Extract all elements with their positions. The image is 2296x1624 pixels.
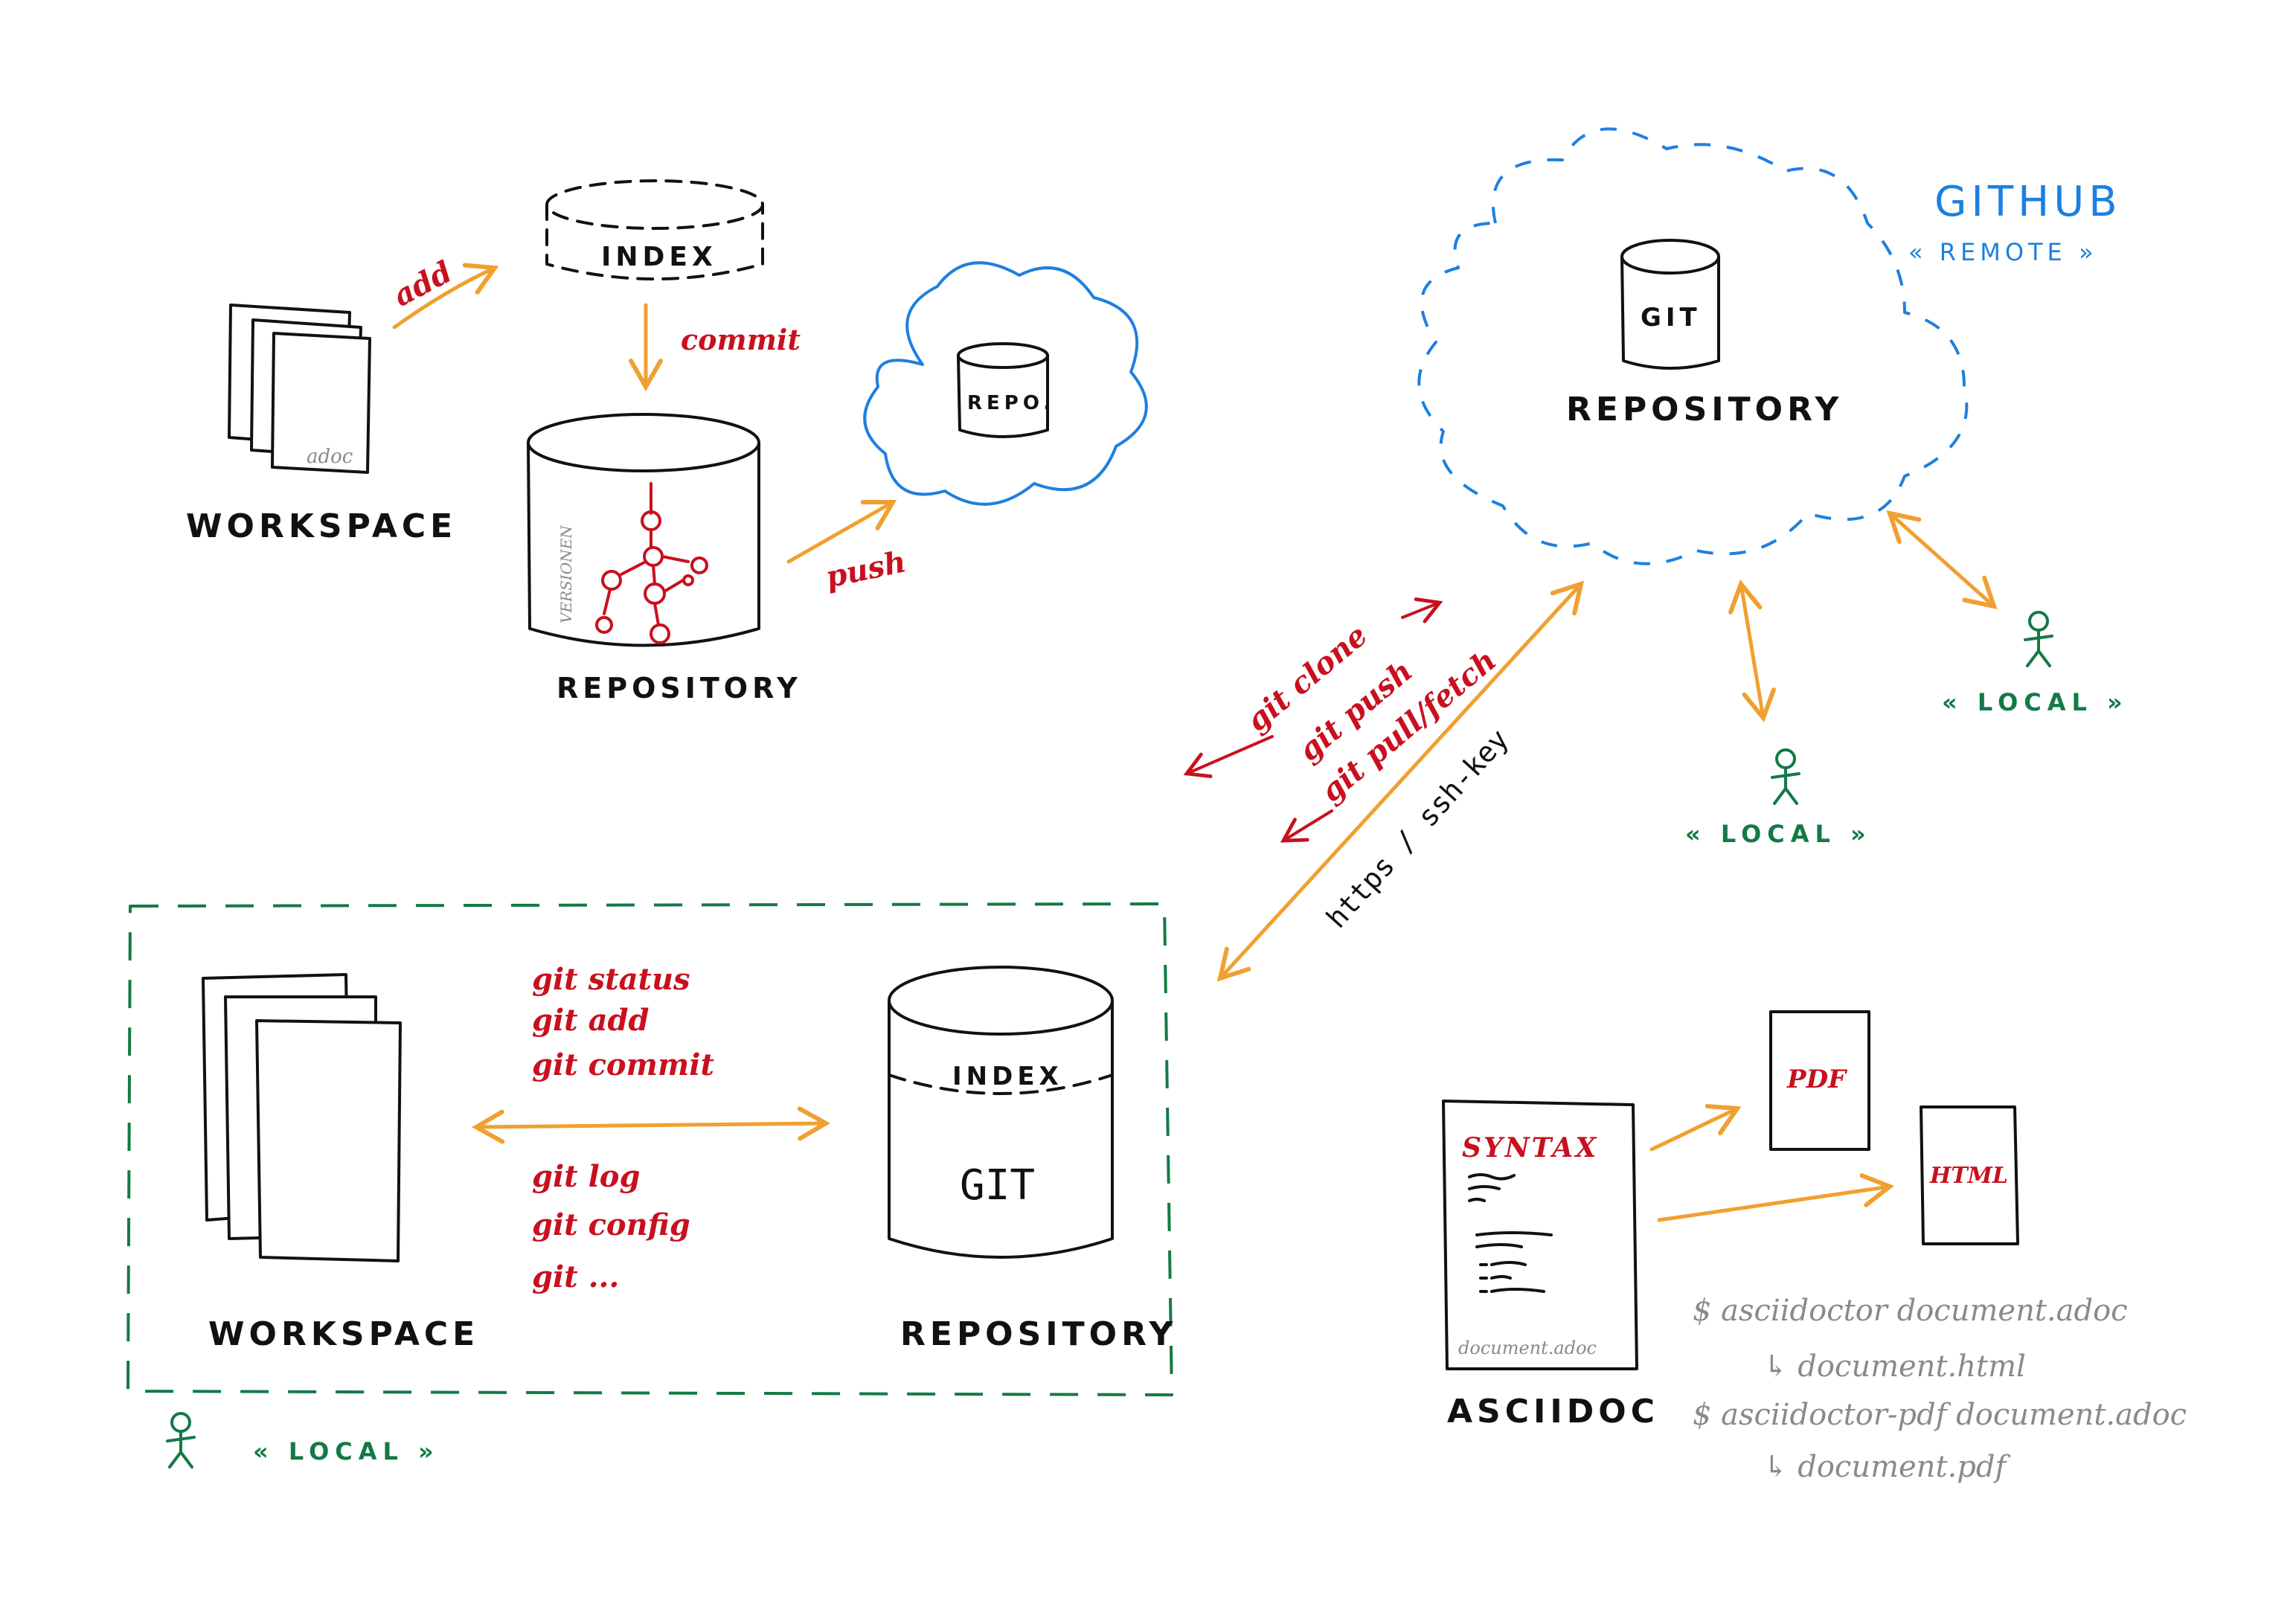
github-local-label-b: « LOCAL » (1942, 688, 2129, 716)
github-git-cylinder: GIT (1620, 239, 1720, 370)
push-label: push (823, 544, 909, 595)
html-arrow (1657, 1173, 1894, 1222)
cli-line-1: $ asciidoctor document.adoc (1693, 1294, 2128, 1328)
local-workspace-files (202, 973, 402, 1262)
github-git-label: GIT (1641, 303, 1702, 333)
push-arrow (786, 499, 897, 564)
github-local-label-a: « LOCAL » (1685, 820, 1872, 848)
github-repository-label: REPOSITORY (1566, 391, 1843, 429)
small-cloud-repo-cylinder: REPO. (957, 342, 1055, 438)
top-file-label: adoc (307, 446, 353, 468)
cmd-commit: git commit (532, 1047, 714, 1082)
person-icon (2024, 611, 2053, 667)
local-git-cylinder: INDEX GIT (888, 966, 1114, 1259)
asciidoc-document: SYNTAX document.adoc (1442, 1100, 1638, 1370)
cmd-status: git status (532, 962, 690, 997)
cli-line-3: $ asciidoctor-pdf document.adoc (1693, 1398, 2187, 1432)
pdf-output: PDF (1769, 1010, 1870, 1151)
github-local-arrow-b (1886, 510, 1998, 610)
add-arrow (392, 263, 499, 330)
local-local-label: « LOCAL » (253, 1437, 440, 1466)
cli-line-4: ↳ document.pdf (1763, 1450, 2010, 1484)
top-repository-cylinder: VERSIONEN (527, 413, 760, 647)
asciidoc-file-label: document.adoc (1458, 1338, 1597, 1358)
local-git-label: GIT (960, 1161, 1035, 1210)
small-cloud (863, 261, 1148, 506)
pdf-arrow (1649, 1104, 1742, 1152)
local-box (126, 902, 1173, 1396)
github-cloud (1417, 127, 1969, 565)
local-commands-top: git status git add git commit (532, 962, 714, 1082)
github-subtitle: « REMOTE » (1908, 238, 2098, 266)
add-label: add (388, 254, 458, 314)
top-workspace-files: adoc (228, 304, 371, 474)
github-local-arrow-a (1728, 580, 1776, 722)
top-index-cylinder: INDEX (545, 179, 764, 280)
cmd-log: git log (532, 1159, 640, 1194)
versionen-label: VERSIONEN (557, 524, 575, 623)
github-title: GITHUB (1934, 178, 2122, 226)
cmd-config: git config (532, 1207, 690, 1242)
person-icon (166, 1412, 196, 1469)
local-workspace-label: WORKSPACE (208, 1315, 479, 1353)
local-commands-bottom: git log git config git ... (532, 1159, 690, 1294)
top-repository-label: REPOSITORY (557, 672, 802, 705)
commit-label: commit (681, 323, 801, 356)
local-repository-label: REPOSITORY (900, 1315, 1177, 1353)
person-icon (1771, 748, 1800, 805)
html-label: HTML (1929, 1163, 2008, 1189)
html-output: HTML (1920, 1105, 2019, 1245)
syntax-label: SYNTAX (1462, 1132, 1598, 1164)
cmd-more: git ... (532, 1259, 619, 1294)
asciidoctor-cli: $ asciidoctor document.adoc ↳ document.h… (1693, 1294, 2187, 1484)
version-graph (595, 482, 708, 644)
local-index-label: INDEX (952, 1062, 1063, 1091)
local-sync-arrow (471, 1106, 831, 1144)
asciidoc-title: ASCIIDOC (1447, 1393, 1659, 1431)
sync-arrow (1216, 580, 1585, 982)
top-workspace-label: WORKSPACE (186, 507, 457, 545)
small-cloud-repo-label: REPO. (967, 392, 1055, 414)
cli-line-2: ↳ document.html (1763, 1349, 2026, 1384)
pdf-label: PDF (1786, 1065, 1848, 1094)
top-index-label: INDEX (601, 242, 717, 272)
cmd-add: git add (532, 1003, 649, 1038)
